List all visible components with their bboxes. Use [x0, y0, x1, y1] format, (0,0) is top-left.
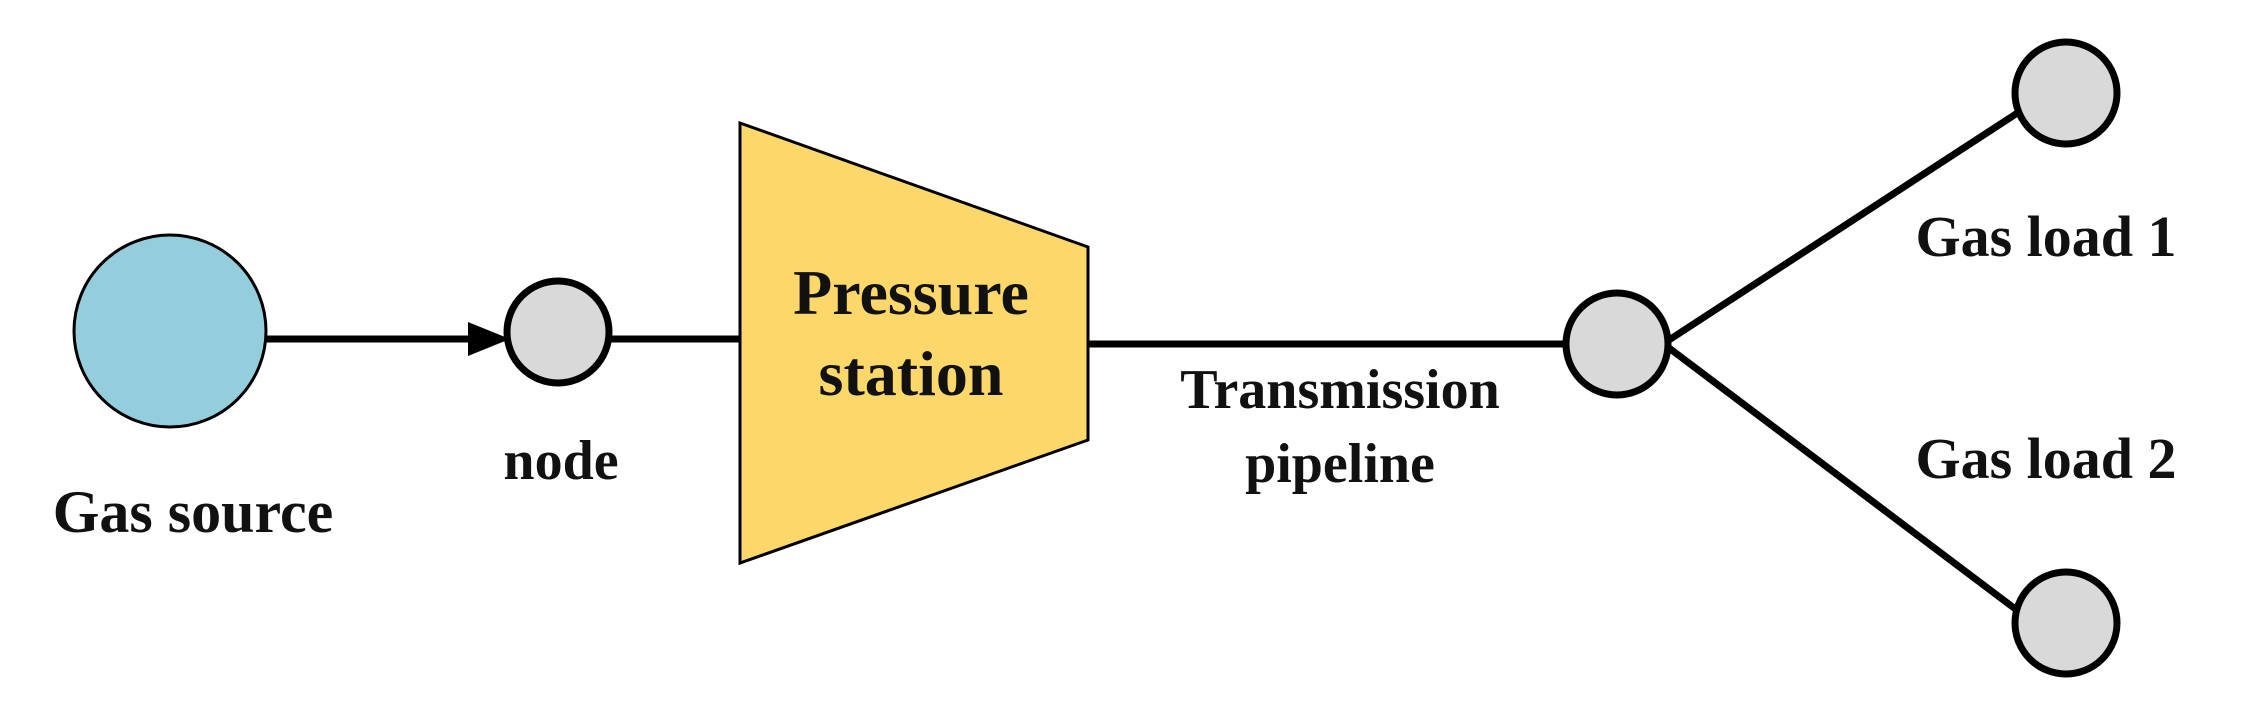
pressure-station-label-line1: Pressure	[793, 257, 1029, 328]
branch-to-load-1-edge	[1667, 107, 2024, 343]
junction-node-circle	[1562, 289, 1672, 399]
branch-to-load-2-edge	[1666, 345, 2025, 617]
gas-load-1-node	[2011, 38, 2121, 148]
pipeline-label-line2: pipeline	[1245, 433, 1435, 495]
node-label: node	[503, 430, 618, 492]
gas-load-2-label: Gas load 2	[1915, 426, 2176, 491]
pipeline-label-line1: Transmission	[1180, 359, 1499, 421]
gas-load-2-node	[2011, 568, 2121, 678]
pressure-station-shape	[738, 120, 1090, 566]
node-circle	[503, 277, 613, 387]
gas-source-label: Gas source	[53, 479, 334, 545]
gas-source-circle	[72, 233, 268, 429]
gas-load-1-label: Gas load 1	[1915, 204, 2176, 269]
arrow-head-icon	[468, 322, 510, 356]
pressure-station-label-line2: station	[819, 338, 1004, 409]
